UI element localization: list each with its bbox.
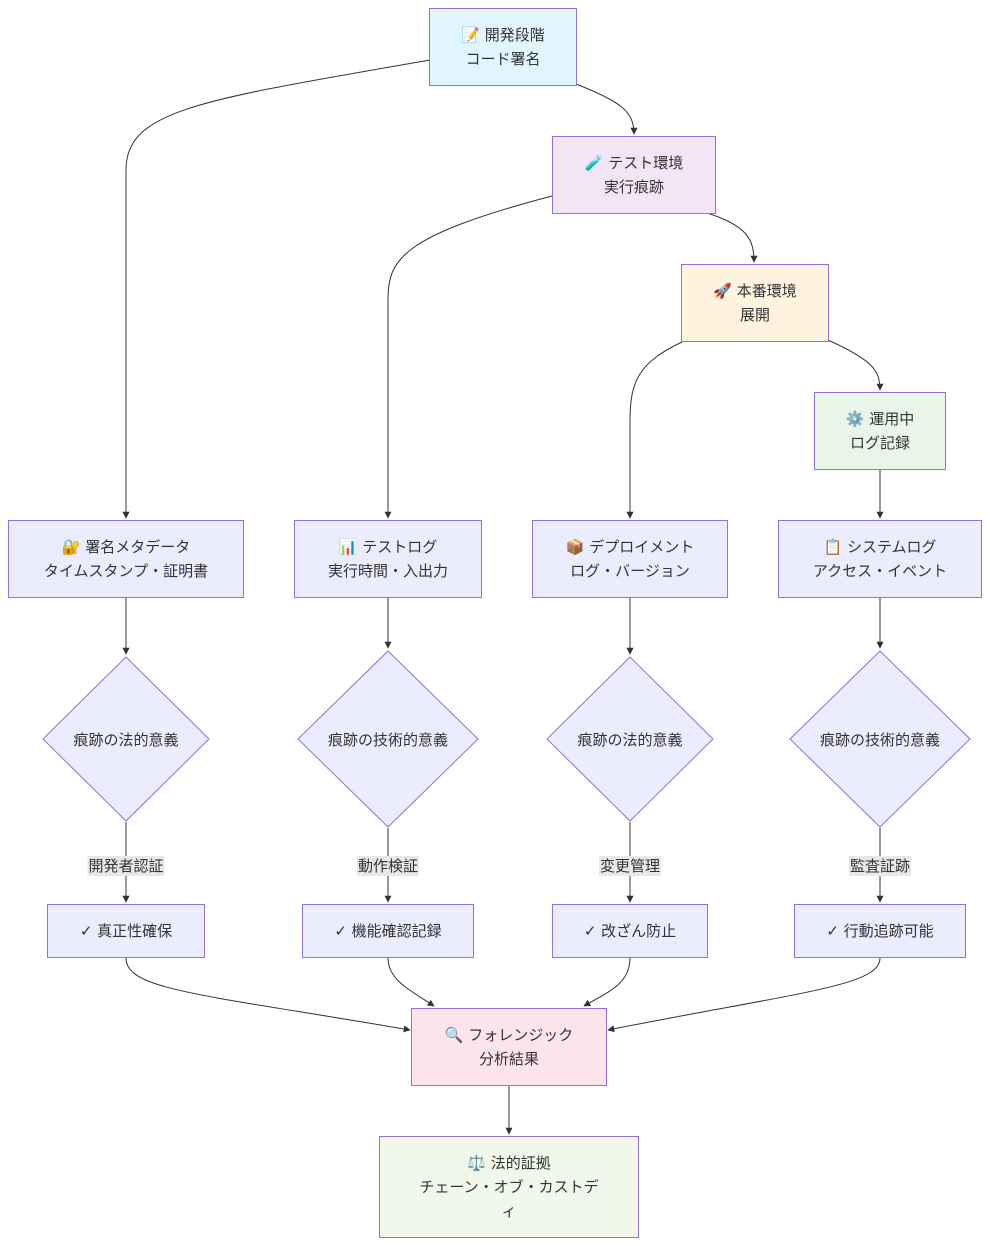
node-system-log-title: システムログ xyxy=(846,538,937,556)
decision-technical-significance-2: 痕跡の技術的意義 xyxy=(789,650,971,828)
node-operations-title: 運用中 xyxy=(869,410,915,428)
node-test-env: 🧪 テスト環境 実行痕跡 xyxy=(552,136,716,214)
node-signature-metadata-subtitle: タイムスタンプ・証明書 xyxy=(43,562,209,580)
decision-label: 痕跡の技術的意義 xyxy=(327,730,448,749)
node-operations: ⚙️ 運用中 ログ記録 xyxy=(814,392,946,470)
edge-r4-forensic xyxy=(607,957,881,1033)
edge-label-audit-trail: 監査証跡 xyxy=(848,856,912,876)
test-tube-icon: 🧪 xyxy=(584,154,604,172)
edge-r1-forensic xyxy=(125,957,411,1033)
node-forensic-analysis: 🔍 フォレンジック 分析結果 xyxy=(411,1008,607,1086)
node-legal-evidence: ⚖️ 法的証拠 チェーン・オブ・カストデ ィ xyxy=(379,1136,639,1238)
edge-dev-sign xyxy=(122,59,431,519)
node-dev-stage-title: 開発段階 xyxy=(484,26,545,44)
memo-icon: 📝 xyxy=(461,26,480,44)
decision-shape xyxy=(42,656,210,822)
node-legal-evidence-title: 法的証拠 xyxy=(490,1154,551,1172)
node-test-log-title: テストログ xyxy=(362,538,438,556)
decision-shape xyxy=(297,650,479,828)
node-deployment-log-subtitle: ログ・バージョン xyxy=(570,562,690,580)
node-test-log: 📊 テストログ 実行時間・入出力 xyxy=(294,520,482,598)
decision-shape xyxy=(546,656,714,822)
node-system-log-subtitle: アクセス・イベント xyxy=(812,562,948,580)
node-prod-env-title: 本番環境 xyxy=(736,282,797,300)
rocket-icon: 🚀 xyxy=(713,282,732,300)
node-result-tamper-prevention-label: ✓ 改ざん防止 xyxy=(583,922,677,940)
bar-chart-icon: 📊 xyxy=(338,538,358,556)
node-deployment-log: 📦 デプロイメント ログ・バージョン xyxy=(532,520,728,598)
node-test-log-subtitle: 実行時間・入出力 xyxy=(327,562,448,580)
package-icon: 📦 xyxy=(565,538,585,556)
node-result-authenticity-label: ✓ 真正性確保 xyxy=(79,922,173,940)
node-prod-env-subtitle: 展開 xyxy=(739,306,770,324)
node-test-env-subtitle: 実行痕跡 xyxy=(603,178,664,196)
decision-label: 痕跡の技術的意義 xyxy=(819,730,940,749)
edge-prod-deploylog xyxy=(626,341,683,519)
gear-icon: ⚙️ xyxy=(845,410,865,428)
node-legal-evidence-subtitle-wrap: ィ xyxy=(501,1202,517,1220)
node-test-env-title: テスト環境 xyxy=(608,154,684,172)
node-system-log: 📋 システムログ アクセス・イベント xyxy=(778,520,982,598)
edge-label-operation-verification: 動作検証 xyxy=(356,856,420,876)
decision-legal-significance-2: 痕跡の法的意義 xyxy=(546,656,714,822)
decision-label: 痕跡の法的意義 xyxy=(577,730,683,749)
lock-with-key-icon: 🔐 xyxy=(61,538,81,556)
node-result-traceability: ✓ 行動追跡可能 xyxy=(794,904,966,958)
decision-label: 痕跡の法的意義 xyxy=(73,730,179,749)
edge-label-change-management: 変更管理 xyxy=(598,856,662,876)
edge-test-prod xyxy=(706,212,758,263)
edge-prod-ops xyxy=(827,339,884,391)
node-result-function-record: ✓ 機能確認記録 xyxy=(302,904,474,958)
node-signature-metadata-title: 署名メタデータ xyxy=(85,538,191,556)
node-result-tamper-prevention: ✓ 改ざん防止 xyxy=(552,904,708,958)
clipboard-icon: 📋 xyxy=(823,538,843,556)
edge-r3-forensic xyxy=(583,957,631,1007)
decision-technical-significance-1: 痕跡の技術的意義 xyxy=(297,650,479,828)
node-result-function-record-label: ✓ 機能確認記録 xyxy=(334,922,442,940)
node-forensic-analysis-subtitle: 分析結果 xyxy=(478,1050,539,1068)
edge-label-developer-auth: 開発者認証 xyxy=(87,856,165,876)
edge-r2-forensic xyxy=(387,957,435,1007)
decision-legal-significance-1: 痕跡の法的意義 xyxy=(42,656,210,822)
edge-dev-test xyxy=(575,83,638,135)
node-prod-env: 🚀 本番環境 展開 xyxy=(681,264,829,342)
magnifier-icon: 🔍 xyxy=(444,1026,464,1044)
node-forensic-analysis-title: フォレンジック xyxy=(468,1026,574,1044)
node-dev-stage-subtitle: コード署名 xyxy=(465,50,541,68)
node-dev-stage: 📝 開発段階 コード署名 xyxy=(429,8,577,86)
node-signature-metadata: 🔐 署名メタデータ タイムスタンプ・証明書 xyxy=(8,520,244,598)
node-result-authenticity: ✓ 真正性確保 xyxy=(47,904,205,958)
decision-shape xyxy=(789,650,971,828)
node-result-traceability-label: ✓ 行動追跡可能 xyxy=(826,922,934,940)
node-operations-subtitle: ログ記録 xyxy=(849,434,910,452)
edge-test-testlog xyxy=(384,195,553,519)
node-legal-evidence-subtitle: チェーン・オブ・カストデ xyxy=(419,1178,599,1196)
node-deployment-log-title: デプロイメント xyxy=(589,538,695,556)
balance-scale-icon: ⚖️ xyxy=(467,1154,486,1172)
